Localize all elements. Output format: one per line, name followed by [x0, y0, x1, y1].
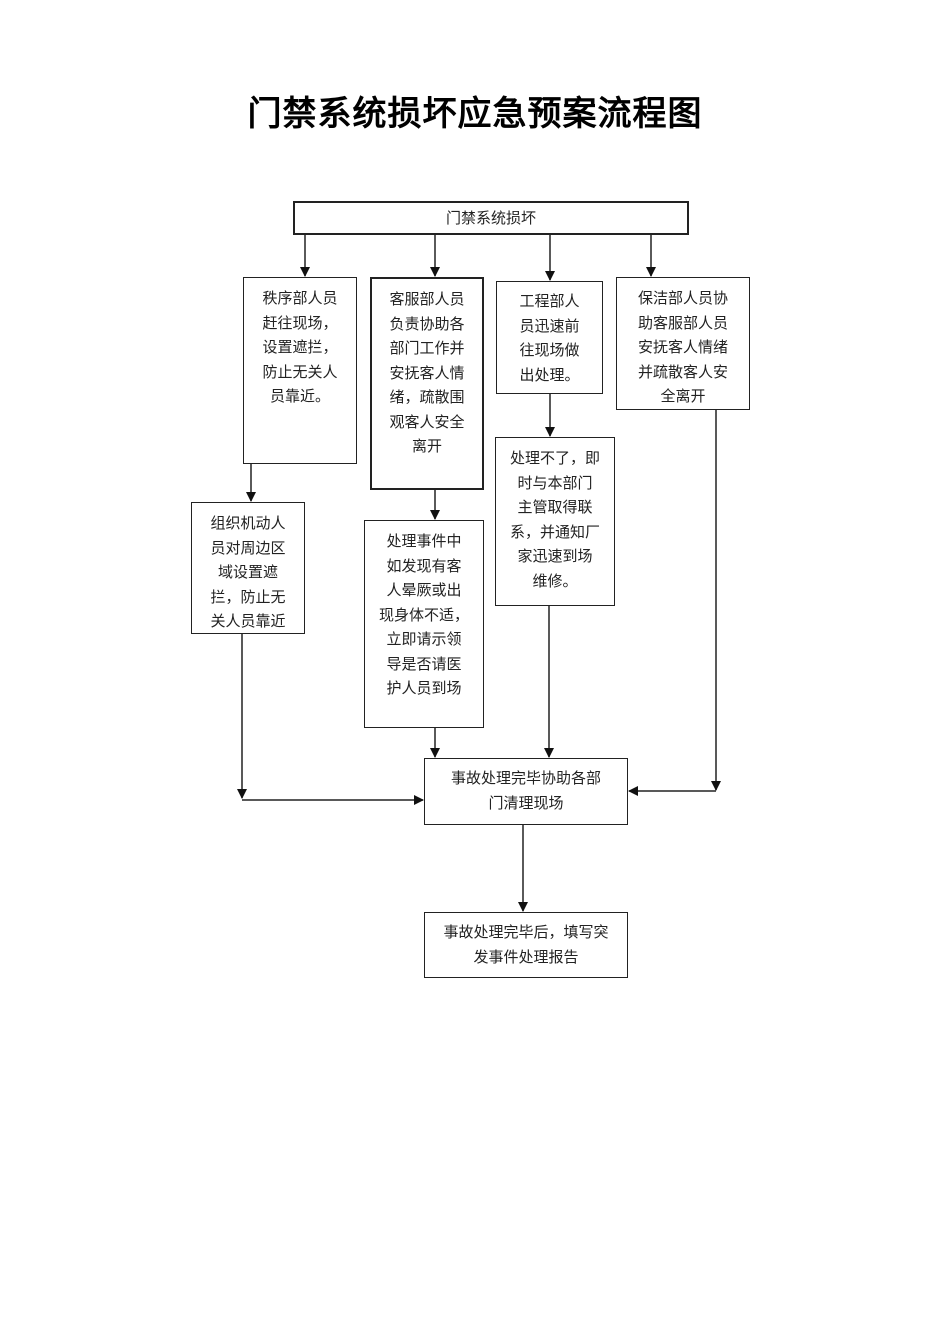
node-security: 秩序部人员 赶往现场， 设置遮拦， 防止无关人 员靠近。	[243, 277, 357, 464]
node-medical: 处理事件中 如发现有客 人晕厥或出 现身体不适， 立即请示领 导是否请医 护人员…	[364, 520, 484, 728]
node-cleaning: 保洁部人员协 助客服部人员 安抚客人情绪 并疏散客人安 全离开	[616, 277, 750, 410]
node-service: 客服部人员 负责协助各 部门工作并 安抚客人情 绪，疏散围 观客人安全 离开	[370, 277, 484, 490]
node-engineering: 工程部人 员迅速前 往现场做 出处理。	[496, 281, 603, 394]
node-cleanup: 事故处理完毕协助各部 门清理现场	[424, 758, 628, 825]
node-report: 事故处理完毕后，填写突 发事件处理报告	[424, 912, 628, 978]
node-start: 门禁系统损坏	[293, 201, 689, 235]
node-mobile-team: 组织机动人 员对周边区 域设置遮 拦，防止无 关人员靠近	[191, 502, 305, 634]
page-title: 门禁系统损坏应急预案流程图	[247, 94, 703, 134]
node-escalate: 处理不了，即 时与本部门 主管取得联 系，并通知厂 家迅速到场 维修。	[495, 437, 615, 606]
